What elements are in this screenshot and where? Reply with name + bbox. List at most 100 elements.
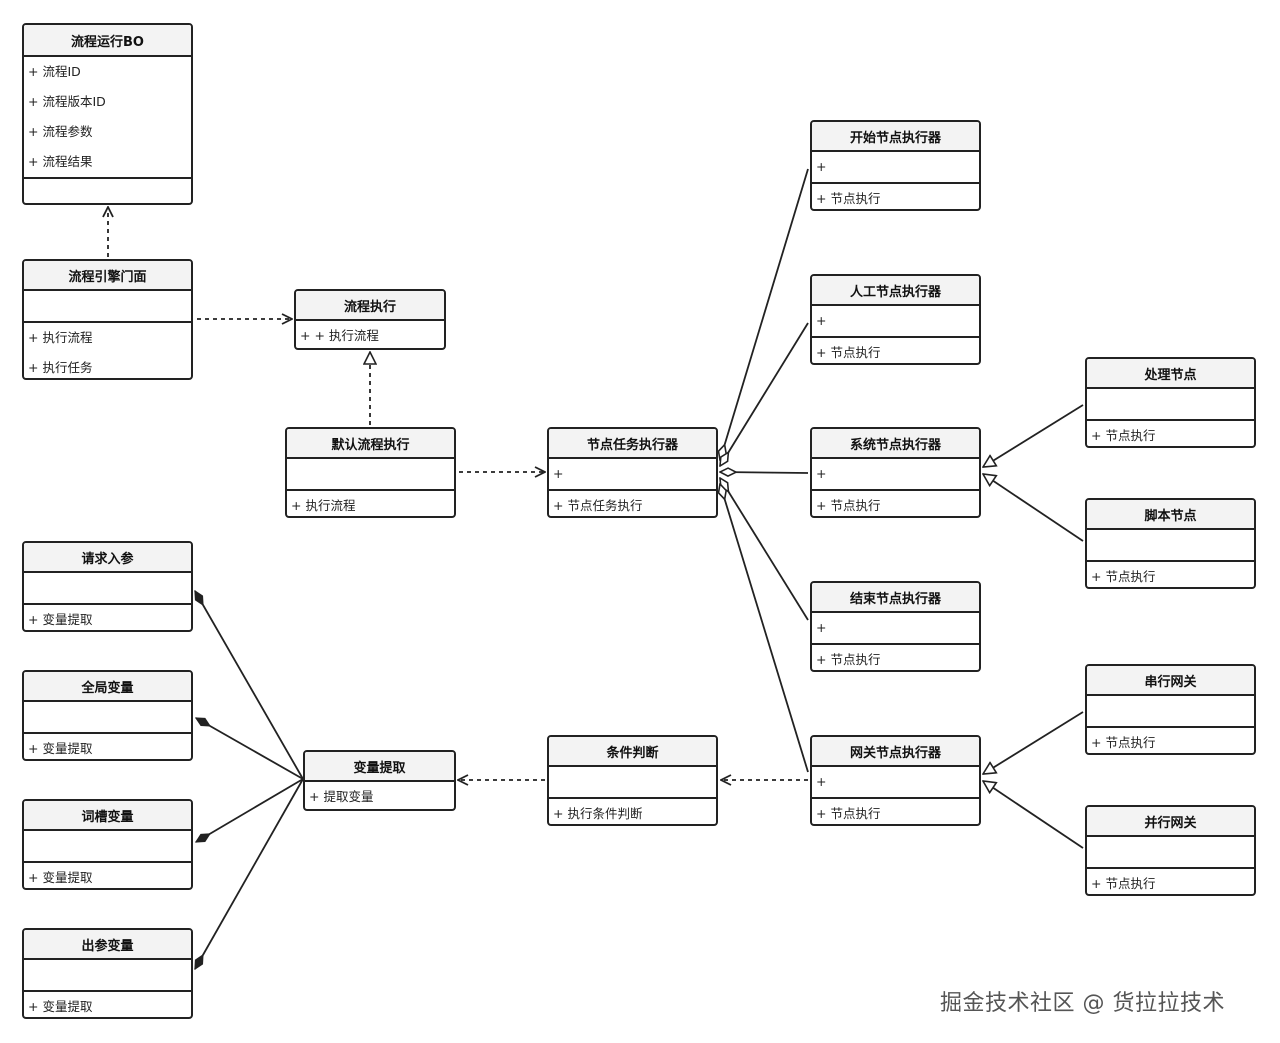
methods-section: + 变量提取 [24, 992, 191, 1017]
composition-edge [196, 778, 304, 843]
class-name: 出参变量 [24, 930, 191, 960]
methods-section: + 节点执行 [812, 799, 979, 824]
class-name: 节点任务执行器 [549, 429, 716, 459]
attributes-section: + [812, 767, 979, 799]
class-name: 并行网关 [1087, 807, 1254, 837]
uml-class-jiaoben-jiedian[interactable]: 脚本节点 + 节点执行 [1085, 498, 1256, 589]
method-row: + 节点执行 [816, 498, 881, 513]
attributes-section [1087, 530, 1254, 562]
generalization-edge [983, 404, 1084, 467]
uml-class-qingqiu-rucan[interactable]: 请求入参+ 变量提取 [22, 541, 193, 632]
uml-class-xitong-jiedian-zhixingqi[interactable]: 系统节点执行器 + + 节点执行 [810, 427, 981, 518]
uml-class-rengong-jiedian-zhixingqi[interactable]: 人工节点执行器++ 节点执行 [810, 274, 981, 365]
uml-class-liucheng-zhixing[interactable]: 流程执行 + + 执行流程 [294, 289, 446, 350]
attribute-row [24, 573, 191, 603]
methods-section: + 节点任务执行 [549, 491, 716, 516]
method-row: + 节点执行 [1091, 876, 1156, 891]
composition-edge [196, 717, 304, 780]
uml-class-quanju-bianliang[interactable]: 全局变量+ 变量提取 [22, 670, 193, 761]
composition-edge [194, 591, 304, 780]
attributes-section [1087, 389, 1254, 421]
method-row: + 节点执行 [816, 652, 881, 667]
method-row: + 节点执行 [816, 191, 881, 206]
attribute-row: + 流程ID [28, 64, 81, 79]
attribute-row: + [816, 159, 827, 174]
class-name: 变量提取 [305, 752, 454, 782]
uml-class-liucheng-yinqing-menmian[interactable]: 流程引擎门面 + 执行流程 + 执行任务 [22, 259, 193, 380]
method-row: + + 执行流程 [300, 328, 379, 343]
method-row: + 变量提取 [28, 741, 93, 756]
aggregation-edge [720, 484, 809, 773]
aggregation-edge [720, 322, 809, 466]
attribute-row [1087, 389, 1254, 419]
class-name: 系统节点执行器 [812, 429, 979, 459]
attribute-row [24, 960, 191, 990]
class-name: 网关节点执行器 [812, 737, 979, 767]
uml-class-chuli-jiedian[interactable]: 处理节点+ 节点执行 [1085, 357, 1256, 448]
uml-class-kaishi-jiedian-zhixingqi[interactable]: 开始节点执行器 + + 节点执行 [810, 120, 981, 211]
aggregation-edge [720, 478, 809, 621]
uml-class-cicao-bianliang[interactable]: 词槽变量 + 变量提取 [22, 799, 193, 890]
class-name: 开始节点执行器 [812, 122, 979, 152]
attributes-section: + [812, 459, 979, 491]
methods-section: + 执行流程 + 执行任务 [24, 323, 191, 378]
uml-class-moren-liucheng-zhixing[interactable]: 默认流程执行 + 执行流程 [285, 427, 456, 518]
attribute-row: + [553, 466, 564, 481]
methods-section: + 变量提取 [24, 863, 191, 888]
method-row: + 节点执行 [816, 806, 881, 821]
method-row: + 执行任务 [28, 360, 93, 375]
class-name: 词槽变量 [24, 801, 191, 831]
method-row: + 执行流程 [28, 330, 93, 345]
methods-section: + 提取变量 [305, 782, 454, 809]
uml-class-jieshu-jiedian-zhixingqi[interactable]: 结束节点执行器++ 节点执行 [810, 581, 981, 672]
attribute-row: + [816, 774, 827, 789]
uml-class-chucan-bianliang[interactable]: 出参变量 + 变量提取 [22, 928, 193, 1019]
method-row: + 提取变量 [309, 789, 374, 804]
attributes-section [1087, 837, 1254, 869]
class-name: 脚本节点 [1087, 500, 1254, 530]
attribute-row: + [816, 620, 827, 635]
watermark-text: 掘金技术社区 @ 货拉拉技术 [940, 991, 1225, 1016]
methods-section: + 节点执行 [1087, 869, 1254, 894]
uml-class-bianliang-tiqu[interactable]: 变量提取 + 提取变量 [303, 750, 456, 811]
methods-section: + 节点执行 [812, 184, 979, 209]
method-row: + 执行条件判断 [553, 806, 643, 821]
methods-section: + 节点执行 [1087, 728, 1254, 753]
uml-class-wangguan-jiedian-zhixingqi[interactable]: 网关节点执行器 + + 节点执行 [810, 735, 981, 826]
class-name: 流程引擎门面 [24, 261, 191, 291]
methods-section: + 执行流程 [287, 491, 454, 516]
uml-class-bingxing-wangguan[interactable]: 并行网关 + 节点执行 [1085, 805, 1256, 896]
composition-edge [194, 778, 304, 969]
uml-class-tiaojian-panduan[interactable]: 条件判断+ 执行条件判断 [547, 735, 718, 826]
methods-section: + 变量提取 [24, 605, 191, 630]
aggregation-edge [720, 168, 809, 460]
attribute-row [287, 459, 454, 489]
class-name: 流程运行BO [24, 25, 191, 57]
method-row: + 变量提取 [28, 612, 93, 627]
class-name: 流程执行 [296, 291, 444, 321]
attribute-row: + [816, 466, 827, 481]
uml-class-chuanxing-wangguan[interactable]: 串行网关+ 节点执行 [1085, 664, 1256, 755]
attributes-section [24, 960, 191, 992]
attributes-section [24, 831, 191, 863]
attribute-row [1087, 837, 1254, 867]
generalization-edge [983, 474, 1084, 542]
attributes-section: + [812, 613, 979, 645]
uml-class-liucheng-yunxing-bo[interactable]: 流程运行BO+ 流程ID+ 流程版本ID+ 流程参数+ 流程结果 [22, 23, 193, 205]
class-name: 默认流程执行 [287, 429, 454, 459]
methods-section: + 执行条件判断 [549, 799, 716, 824]
uml-class-jiedian-renwu-zhixingqi[interactable]: 节点任务执行器 + + 节点任务执行 [547, 427, 718, 518]
attribute-row [549, 767, 716, 797]
aggregation-edge [720, 472, 809, 473]
generalization-edge [983, 781, 1084, 849]
attribute-row [1087, 530, 1254, 560]
methods-section: + + 执行流程 [296, 321, 444, 348]
attributes-section: + [812, 306, 979, 338]
methods-section: + 节点执行 [1087, 562, 1254, 587]
attributes-section [24, 702, 191, 734]
attribute-row: + [816, 313, 827, 328]
methods-section: + 变量提取 [24, 734, 191, 759]
class-name: 人工节点执行器 [812, 276, 979, 306]
methods-section: + 节点执行 [812, 645, 979, 670]
attributes-section: + [812, 152, 979, 184]
